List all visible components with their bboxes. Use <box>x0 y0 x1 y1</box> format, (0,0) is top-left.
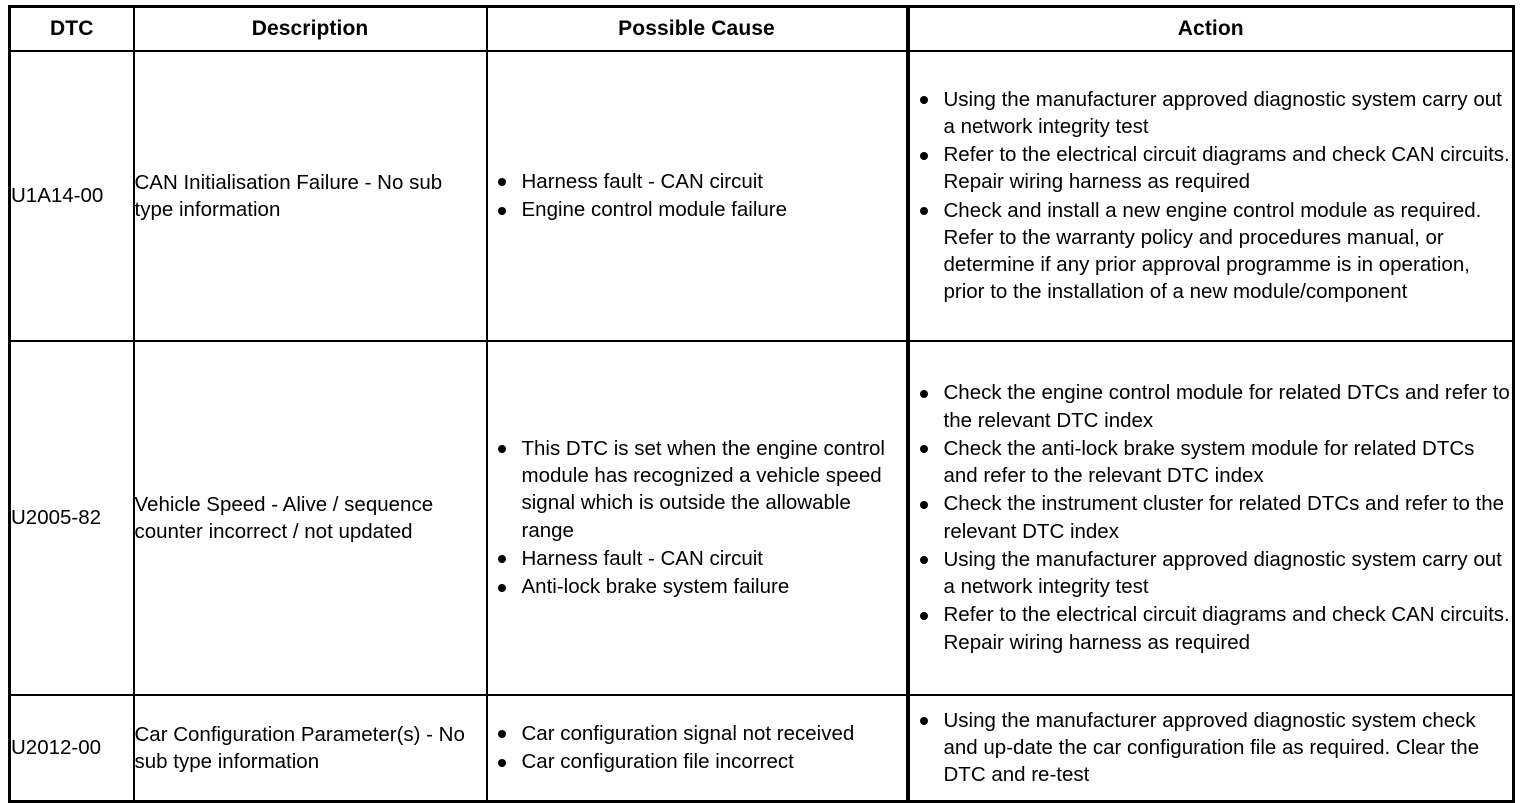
dtc-diagnostic-table: DTC Description Possible Cause Action U1… <box>8 5 1515 803</box>
cell-action: Using the manufacturer approved diagnost… <box>905 694 1515 803</box>
table-header: DTC Description Possible Cause Action <box>8 5 1515 52</box>
list-item: Using the manufacturer approved diagnost… <box>910 86 1513 141</box>
action-list: Using the manufacturer approved diagnost… <box>910 86 1513 306</box>
header-row: DTC Description Possible Cause Action <box>8 5 1515 52</box>
list-item: Harness fault - CAN circuit <box>488 545 906 572</box>
list-item: Refer to the electrical circuit diagrams… <box>910 601 1513 656</box>
list-item: Using the manufacturer approved diagnost… <box>910 707 1513 789</box>
cell-description: CAN Initialisation Failure - No sub type… <box>132 50 488 342</box>
list-item: Check the engine control module for rela… <box>910 379 1513 434</box>
list-item: Check the anti-lock brake system module … <box>910 435 1513 490</box>
cell-dtc-code: U1A14-00 <box>8 50 135 342</box>
cell-action: Check the engine control module for rela… <box>905 340 1515 696</box>
table-body: U1A14-00 CAN Initialisation Failure - No… <box>8 50 1515 803</box>
cell-description: Car Configuration Parameter(s) - No sub … <box>132 694 488 803</box>
table-row: U2012-00 Car Configuration Parameter(s) … <box>8 694 1515 803</box>
list-item: Car configuration file incorrect <box>488 748 906 775</box>
list-item: Harness fault - CAN circuit <box>488 168 906 195</box>
list-item: Check and install a new engine control m… <box>910 197 1513 306</box>
cell-dtc-code: U2005-82 <box>8 340 135 696</box>
list-item: Engine control module failure <box>488 196 906 223</box>
action-list: Check the engine control module for rela… <box>910 379 1513 656</box>
possible-cause-list: Harness fault - CAN circuit Engine contr… <box>488 168 906 224</box>
column-header-dtc: DTC <box>8 5 135 52</box>
list-item: Using the manufacturer approved diagnost… <box>910 546 1513 601</box>
list-item: This DTC is set when the engine control … <box>488 435 906 544</box>
action-list: Using the manufacturer approved diagnost… <box>910 707 1513 789</box>
column-header-possible-cause: Possible Cause <box>485 5 909 52</box>
cell-possible-cause: Car configuration signal not received Ca… <box>485 694 909 803</box>
table-row: U2005-82 Vehicle Speed - Alive / sequenc… <box>8 340 1515 696</box>
column-header-description: Description <box>132 5 488 52</box>
cell-description: Vehicle Speed - Alive / sequence counter… <box>132 340 488 696</box>
list-item: Car configuration signal not received <box>488 720 906 747</box>
possible-cause-list: This DTC is set when the engine control … <box>488 435 906 601</box>
possible-cause-list: Car configuration signal not received Ca… <box>488 720 906 776</box>
cell-action: Using the manufacturer approved diagnost… <box>905 50 1515 342</box>
table-row: U1A14-00 CAN Initialisation Failure - No… <box>8 50 1515 342</box>
list-item: Anti-lock brake system failure <box>488 573 906 600</box>
list-item: Refer to the electrical circuit diagrams… <box>910 141 1513 196</box>
list-item: Check the instrument cluster for related… <box>910 490 1513 545</box>
column-header-action: Action <box>905 5 1515 52</box>
cell-possible-cause: Harness fault - CAN circuit Engine contr… <box>485 50 909 342</box>
cell-dtc-code: U2012-00 <box>8 694 135 803</box>
cell-possible-cause: This DTC is set when the engine control … <box>485 340 909 696</box>
